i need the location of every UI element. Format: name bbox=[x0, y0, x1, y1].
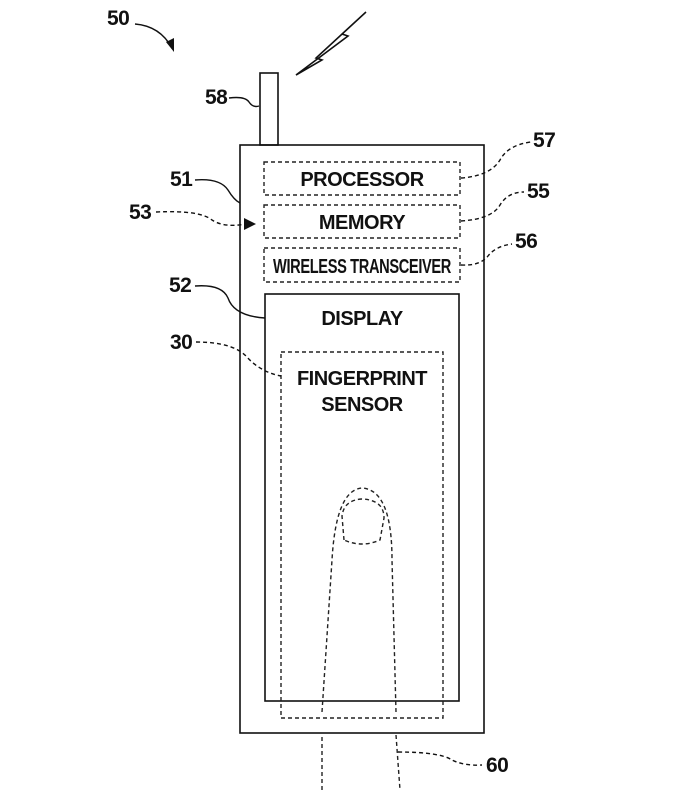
finger-outline bbox=[321, 487, 401, 791]
ref-58-label: 58 bbox=[205, 86, 228, 109]
ref-60-label: 60 bbox=[486, 754, 508, 777]
ref-52-label: 52 bbox=[169, 274, 191, 297]
fingerprint-sensor-label-line2: SENSOR bbox=[321, 394, 404, 416]
ref-53-label: 53 bbox=[129, 201, 151, 224]
ref-53-lead bbox=[155, 210, 247, 227]
display-label: DISPLAY bbox=[321, 308, 404, 330]
processor-block bbox=[263, 161, 461, 196]
wireless-signal-icon bbox=[295, 11, 367, 76]
fingernail bbox=[341, 498, 385, 545]
ref-51-label: 51 bbox=[170, 168, 193, 191]
memory-label: MEMORY bbox=[319, 212, 406, 234]
ref-57-lead bbox=[460, 141, 532, 179]
fingerprint-sensor-area bbox=[280, 351, 444, 719]
ref-55-lead bbox=[460, 191, 525, 222]
display-panel bbox=[264, 293, 460, 702]
ref-50-label: 50 bbox=[107, 7, 129, 30]
ref-60-lead bbox=[397, 751, 483, 766]
finger-icon bbox=[321, 487, 401, 791]
wireless-transceiver-block bbox=[263, 247, 461, 283]
ref-57-label: 57 bbox=[533, 129, 555, 152]
ref-30-label: 30 bbox=[170, 331, 192, 354]
ref-53-arrowhead bbox=[244, 218, 256, 230]
ref-30-lead bbox=[195, 341, 282, 377]
ref-50-arrow bbox=[134, 23, 173, 49]
ref-56-lead bbox=[460, 243, 513, 266]
processor-label: PROCESSOR bbox=[300, 169, 424, 191]
ref-51-lead bbox=[194, 179, 241, 204]
wireless-transceiver-label: WIRELESS TRANSCEIVER bbox=[273, 256, 452, 278]
antenna bbox=[259, 72, 279, 146]
memory-block bbox=[263, 204, 461, 239]
housing bbox=[239, 144, 485, 734]
ref-55-label: 55 bbox=[527, 180, 550, 203]
fingerprint-sensor-label-line1: FINGERPRINT bbox=[297, 368, 427, 390]
ref-56-label: 56 bbox=[515, 230, 537, 253]
ref-58-lead bbox=[228, 96, 260, 108]
ref-52-lead bbox=[194, 285, 266, 319]
ref-50-arrowhead bbox=[166, 38, 174, 52]
